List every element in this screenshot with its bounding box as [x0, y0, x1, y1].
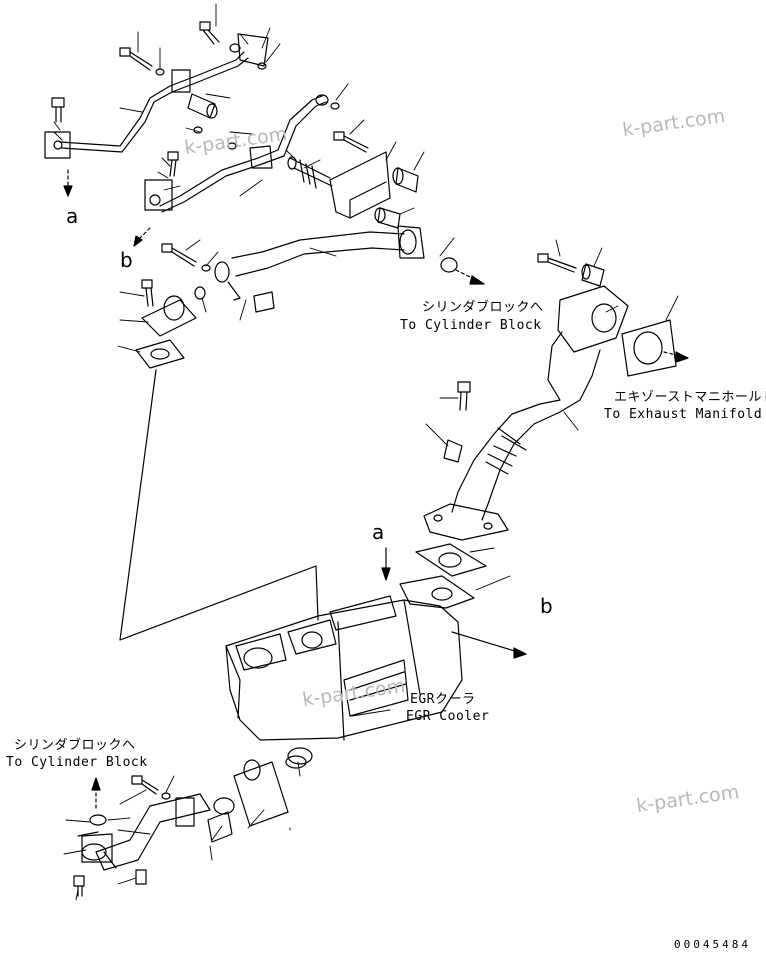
- label-to-cylinder-block-lower-en: To Cylinder Block: [6, 755, 148, 770]
- arrows: [63, 169, 689, 809]
- sleeve-top: [187, 93, 218, 119]
- drawing-code: 00045484: [674, 938, 751, 951]
- bolt-left: [51, 97, 65, 123]
- label-to-cylinder-block-en: To Cylinder Block: [400, 318, 542, 333]
- bolt-pipe: [161, 243, 211, 272]
- label-egr-cooler-jp: EGRクーラ: [410, 692, 476, 707]
- fuel-tube-upper: [44, 33, 269, 159]
- label-to-exhaust-manifold-jp: エキゾーストマニホールドへ: [614, 390, 766, 405]
- washer-set-top: [155, 43, 340, 150]
- bolt-top-2: [119, 47, 153, 71]
- label-to-exhaust-manifold-en: To Exhaust Manifold: [604, 407, 763, 422]
- exhaust-bellows-pipe: [423, 331, 601, 541]
- callout-a-mid: a: [372, 520, 385, 544]
- label-to-cylinder-block-lower-jp: シリンダブロックへ: [14, 738, 136, 753]
- gasket-exhaust: [415, 543, 487, 577]
- water-tube-lower: [77, 793, 211, 871]
- spacers-right: [374, 167, 419, 229]
- bracket-right: [287, 131, 391, 219]
- sleeve-pipe: [253, 291, 275, 313]
- label-egr-cooler-en: EGR Cooler: [406, 709, 490, 724]
- fuel-tube-lower: [144, 94, 329, 213]
- bolts-lower: [73, 775, 233, 897]
- callout-b-mid: b: [540, 594, 553, 618]
- callout-b-top: b: [120, 248, 133, 272]
- exhaust-flange: [557, 285, 677, 377]
- elbow-fitting: [141, 279, 206, 337]
- gasket-elbow: [135, 339, 185, 369]
- leader-lines: [53, 3, 679, 901]
- water-pipe-upper: [214, 225, 458, 301]
- bolt-top-1: [199, 21, 220, 45]
- leader-flange: [119, 369, 319, 641]
- bolt-mid: [167, 151, 179, 177]
- egr-cooler-body: [225, 575, 475, 741]
- bolt-exhaust: [537, 253, 605, 287]
- bolt-exhaust-lower: [443, 381, 471, 463]
- label-to-cylinder-block-jp: シリンダブロックへ: [422, 300, 544, 315]
- callout-a-top: a: [66, 204, 79, 228]
